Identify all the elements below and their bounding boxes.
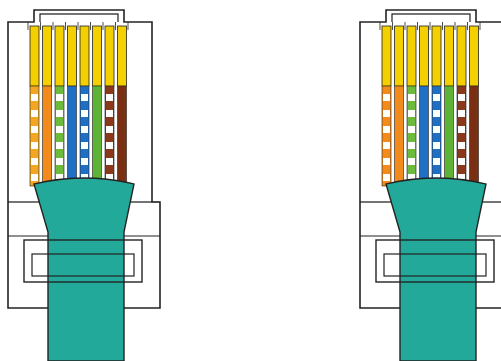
cable-jacket <box>33 177 135 361</box>
left-connector <box>7 9 161 361</box>
wire-stripe <box>31 174 38 181</box>
contact-pin <box>419 25 429 87</box>
wire-stripe <box>81 126 88 133</box>
wire-stripe <box>81 142 88 149</box>
wire-stripe <box>433 142 440 149</box>
latch-inner <box>383 253 487 277</box>
contact-pin <box>29 25 40 87</box>
wire-stripe <box>458 110 465 117</box>
wire <box>444 85 454 187</box>
wire-stripe <box>56 110 63 117</box>
wire-stripe <box>408 94 415 101</box>
contact-pin <box>431 25 442 87</box>
wire-stripe <box>383 94 390 101</box>
contact-pin <box>42 25 52 87</box>
contact-pin <box>117 25 127 87</box>
wire-stripe <box>106 110 113 117</box>
wire-stripe <box>433 158 440 165</box>
wire-stripe <box>56 142 63 149</box>
wire-stripe <box>383 110 390 117</box>
wire-stripe <box>31 126 38 133</box>
wire-stripe <box>106 126 113 133</box>
contact-pin <box>79 25 90 87</box>
wire-stripe <box>383 158 390 165</box>
contact-pin <box>54 25 65 87</box>
wire-stripe <box>408 126 415 133</box>
wire-stripe <box>458 142 465 149</box>
wire-stripe <box>433 110 440 117</box>
wire-stripe <box>383 174 390 181</box>
wire-stripe <box>433 94 440 101</box>
cable-jacket <box>385 177 487 361</box>
connector-top-latch <box>39 13 119 22</box>
wire-stripe <box>458 94 465 101</box>
contact-pin <box>104 25 115 87</box>
wire <box>92 85 102 187</box>
wire-stripe <box>106 174 113 181</box>
contact-pin <box>406 25 417 87</box>
wire-stripe <box>56 158 63 165</box>
contact-pin <box>394 25 404 87</box>
wire-stripe <box>81 94 88 101</box>
right-connector <box>359 9 501 361</box>
contact-pin <box>469 25 479 87</box>
wire-stripe <box>106 94 113 101</box>
wire <box>117 85 127 187</box>
contact-pin <box>444 25 454 87</box>
latch-frame <box>375 239 495 283</box>
wire-stripe <box>383 126 390 133</box>
wire-stripe <box>383 142 390 149</box>
wire-stripe <box>458 158 465 165</box>
wire-stripe <box>56 126 63 133</box>
contact-pin <box>381 25 392 87</box>
wire-stripe <box>81 158 88 165</box>
latch-inner <box>31 253 135 277</box>
wire-stripe <box>458 174 465 181</box>
wire-stripe <box>408 110 415 117</box>
wire-stripe <box>106 158 113 165</box>
wire-stripe <box>106 142 113 149</box>
wire-stripe <box>31 110 38 117</box>
wire-stripe <box>81 110 88 117</box>
wire-stripe <box>408 174 415 181</box>
connector-top-latch <box>391 13 471 22</box>
wire <box>67 85 77 187</box>
wire-stripe <box>31 158 38 165</box>
wire-stripe <box>408 142 415 149</box>
wire-stripe <box>31 142 38 149</box>
wire <box>394 85 404 187</box>
wire-stripe <box>56 94 63 101</box>
contact-pin <box>92 25 102 87</box>
contact-pin <box>67 25 77 87</box>
contact-pin <box>456 25 467 87</box>
wire <box>469 85 479 187</box>
wire-stripe <box>31 94 38 101</box>
wire <box>42 85 52 187</box>
wire-stripe <box>433 126 440 133</box>
wire <box>419 85 429 187</box>
wire-stripe <box>408 158 415 165</box>
wire-stripe <box>458 126 465 133</box>
wire-stripe <box>56 174 63 181</box>
latch-frame <box>23 239 143 283</box>
